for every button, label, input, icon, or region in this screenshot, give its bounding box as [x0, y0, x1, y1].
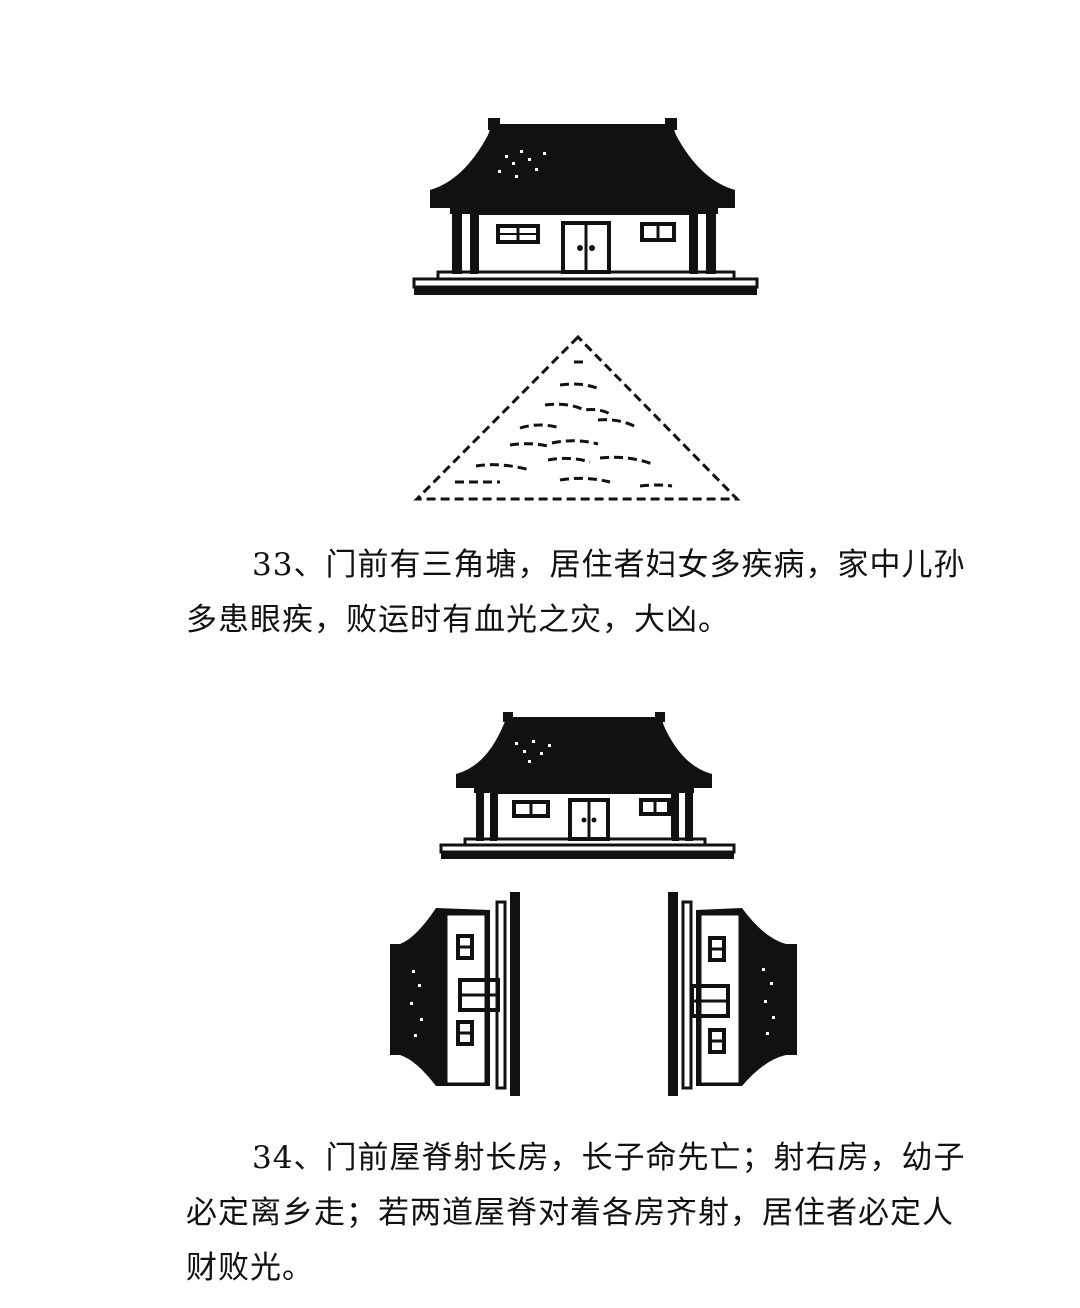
paragraph-33-line-2: 多患眼疾，败运时有血光之灾，大凶。: [186, 602, 730, 638]
paragraph-33: 33、门前有三角塘，居住者妇女多疾病，家中儿孙 多患眼疾，败运时有血光之灾，大凶…: [186, 538, 1006, 648]
triangular-pond-illustration: [413, 334, 741, 501]
house-illustration-top: [412, 118, 759, 295]
figure-34-house-and-roof-ridges: [390, 712, 797, 1096]
paragraph-34: 34、门前屋脊射长房，长子命先亡；射右房，幼子 必定离乡走；若两道屋脊对着各房齐…: [186, 1131, 1006, 1296]
paragraph-34-line-1: 34、门前屋脊射长房，长子命先亡；射右房，幼子: [252, 1140, 966, 1176]
house-illustration-bottom: [439, 712, 736, 859]
side-house-left: [390, 892, 520, 1096]
paragraph-34-line-2: 必定离乡走；若两道屋脊对着各房齐射，居住者必定人: [186, 1195, 954, 1231]
paragraph-34-line-3: 财败光。: [186, 1250, 314, 1286]
side-house-right: [668, 892, 797, 1096]
figure-33-house-and-triangle-pond: [412, 118, 759, 501]
paragraph-33-line-1: 33、门前有三角塘，居住者妇女多疾病，家中儿孙: [252, 547, 966, 583]
